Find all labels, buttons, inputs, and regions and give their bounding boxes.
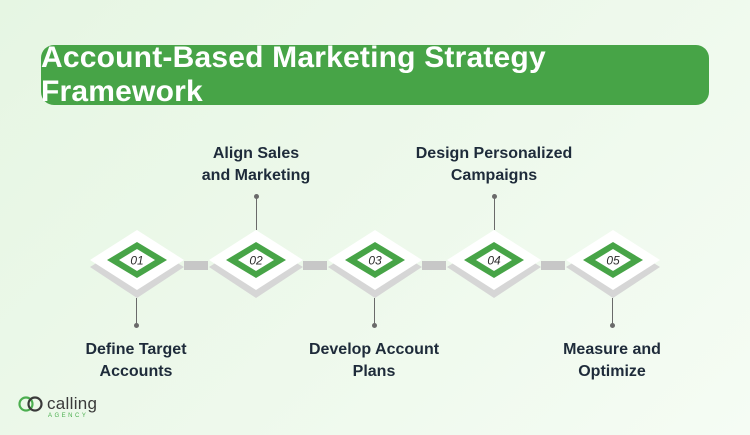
step-3-label: Develop Account Plans (284, 339, 464, 383)
step-2-label-line-1: Align Sales (212, 145, 300, 162)
step-3-label-line-1: Develop Account (308, 341, 440, 358)
step-3-diamond: 03 (327, 228, 423, 300)
step-5-label-line-2: Optimize (578, 363, 646, 380)
step-4-diamond: 04 (446, 228, 542, 300)
step-2-stem (254, 194, 259, 230)
step-5-number: 05 (606, 254, 620, 268)
step-1-label: Define Target Accounts (56, 339, 216, 383)
logo-word: calling (47, 394, 98, 413)
title-banner: Account-Based Marketing Strategy Framewo… (41, 41, 709, 108)
step-5-stem (610, 298, 615, 328)
connector-2-3 (303, 261, 327, 270)
step-1-number: 01 (130, 254, 143, 268)
step-4-number: 04 (487, 254, 501, 268)
calling-agency-logo: calling AGENCY (18, 394, 98, 419)
step-1-label-line-2: Accounts (99, 363, 173, 380)
step-4-label-line-1: Design Personalized (415, 145, 573, 162)
connector-3-4 (422, 261, 446, 270)
step-4-label: Design Personalized Campaigns (394, 143, 594, 187)
step-1-label-line-1: Define Target (85, 341, 187, 358)
step-5-diamond: 05 (565, 228, 661, 300)
diagram-title: Account-Based Marketing Strategy Framewo… (41, 41, 546, 108)
logo-subtext: AGENCY (48, 413, 89, 419)
calling-agency-logo-icon (18, 396, 43, 412)
step-3-label-line-2: Plans (352, 363, 396, 380)
step-5-label: Measure and Optimize (532, 339, 692, 383)
step-3-stem (372, 298, 377, 328)
step-2-label-line-2: and Marketing (201, 167, 311, 184)
step-1-diamond: 01 (89, 228, 185, 300)
connector-1-2 (184, 261, 208, 270)
step-3-number: 03 (368, 254, 382, 268)
step-2-diamond: 02 (208, 228, 304, 300)
step-5-label-line-1: Measure and (563, 341, 661, 358)
step-2-number: 02 (249, 254, 263, 268)
step-4-label-line-2: Campaigns (450, 167, 538, 184)
connector-4-5 (541, 261, 565, 270)
step-1-stem (134, 298, 139, 328)
step-4-stem (492, 194, 497, 230)
step-2-label: Align Sales and Marketing (176, 143, 336, 187)
